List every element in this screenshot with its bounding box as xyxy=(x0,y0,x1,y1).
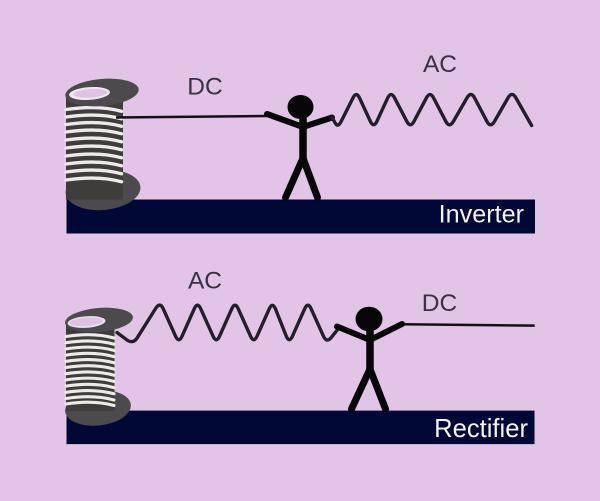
svg-text:DC: DC xyxy=(187,74,222,101)
svg-text:AC: AC xyxy=(423,51,457,78)
svg-text:DC: DC xyxy=(422,290,457,317)
svg-text:Rectifier: Rectifier xyxy=(434,415,528,443)
svg-text:Inverter: Inverter xyxy=(439,201,524,229)
svg-text:AC: AC xyxy=(188,268,222,295)
